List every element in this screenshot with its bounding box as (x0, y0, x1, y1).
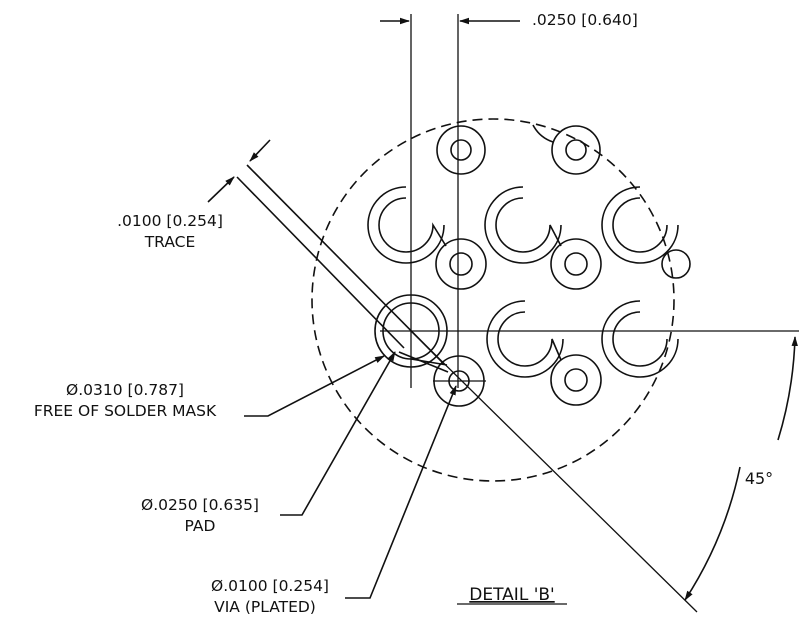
trace-label: TRACE (144, 233, 196, 251)
angle-arc-lower (684, 466, 741, 601)
angle-arc-upper (777, 336, 798, 441)
detail-title: DETAIL 'B' (469, 585, 554, 605)
pad-leader (280, 351, 396, 516)
mask-dimension-label: Ø.0310 [0.787] (66, 381, 184, 399)
trace-width-arrow-upper (249, 139, 271, 162)
trace-dimension-label: .0100 [0.254] (117, 212, 223, 230)
pad-label: PAD (184, 517, 216, 535)
bga-pad-array (367, 124, 691, 407)
via-label: VIA (PLATED) (214, 598, 316, 616)
detail-boundary-circle (311, 118, 675, 482)
mask-label: FREE OF SOLDER MASK (33, 402, 217, 420)
pitch-dimension-label: .0250 [0.640] (532, 11, 638, 29)
mask-leader (244, 355, 385, 417)
trace-edge-lower (236, 176, 405, 349)
trace-width-arrow-lower (207, 176, 235, 203)
diagonal-extension-line (410, 330, 698, 613)
via-leader (345, 385, 457, 599)
pad-dimension-label: Ø.0250 [0.635] (141, 496, 259, 514)
via-dimension-label: Ø.0100 [0.254] (211, 577, 329, 595)
angle-label: 45° (745, 469, 773, 488)
